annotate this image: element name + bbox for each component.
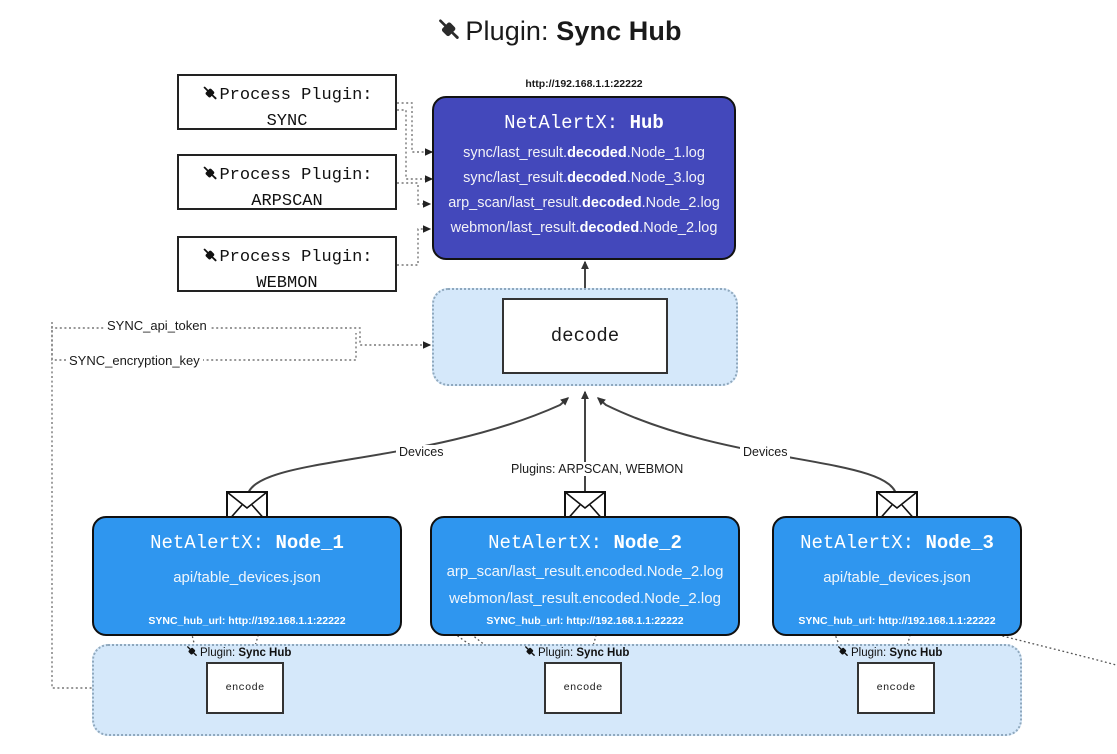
node-title-prefix: NetAlertX: [488, 532, 603, 554]
decode-label: decode [550, 325, 620, 347]
encode-label: encode [563, 682, 603, 694]
node-box-node3[interactable]: NetAlertX: Node_3 api/table_devices.json… [772, 516, 1022, 636]
plug-icon [836, 645, 849, 661]
hub-title-prefix: NetAlertX: [504, 112, 619, 134]
encode-label: encode [876, 682, 916, 694]
node-box-node1[interactable]: NetAlertX: Node_1 api/table_devices.json… [92, 516, 402, 636]
encode-box-node1[interactable]: encode [206, 662, 284, 714]
node-log-line: arp_scan/last_result.encoded.Node_2.log [446, 563, 724, 580]
hub-log-line: sync/last_result.decoded.Node_3.log [434, 166, 734, 191]
process-plugin-name: SYNC [266, 112, 308, 131]
plugin-tag-node1: Plugin: Sync Hub [185, 645, 291, 661]
log-bold: decoded [567, 145, 627, 161]
log-post: .Node_1.log [626, 145, 705, 161]
log-bold: decoded [567, 170, 627, 186]
node-title: NetAlertX: Node_3 [774, 532, 1020, 554]
process-plugin-heading: Process Plugin: [179, 85, 395, 109]
plugin-tag-value: Sync Hub [576, 647, 630, 659]
node-log-list: api/table_devices.json [94, 564, 400, 591]
process-plugin-heading: Process Plugin: [179, 247, 395, 271]
decode-box[interactable]: decode [502, 298, 668, 374]
node-title-name: Node_2 [613, 532, 682, 554]
node-title-prefix: NetAlertX: [150, 532, 265, 554]
log-post: .Node_3.log [626, 170, 705, 186]
devices-left-label: Devices [396, 445, 447, 459]
process-plugin-heading-text: Process Plugin: [219, 248, 373, 267]
log-post: .Node_2.log [641, 195, 720, 211]
encode-label: encode [225, 682, 265, 694]
process-plugin-heading-text: Process Plugin: [219, 166, 373, 185]
process-plugin-heading-text: Process Plugin: [219, 86, 373, 105]
node-title: NetAlertX: Node_1 [94, 532, 400, 554]
node-box-node2[interactable]: NetAlertX: Node_2 arp_scan/last_result.e… [430, 516, 740, 636]
log-pre: webmon/last_result. [450, 220, 580, 236]
plugin-tag-node3: Plugin: Sync Hub [836, 645, 942, 661]
log-bold: decoded [581, 195, 642, 211]
plug-icon [201, 247, 218, 271]
process-plugin-box-arpscan[interactable]: Process Plugin: ARPSCAN [177, 154, 397, 211]
encode-box-node3[interactable]: encode [857, 662, 935, 714]
sync-api-token-label: SYNC_api_token [104, 318, 210, 333]
process-plugin-box-webmon[interactable]: Process Plugin: WEBMON [177, 236, 397, 293]
hub-log-list: sync/last_result.decoded.Node_1.log sync… [434, 141, 734, 241]
node-log-list: arp_scan/last_result.encoded.Node_2.log … [432, 558, 738, 612]
plugin-tag-node2: Plugin: Sync Hub [523, 645, 629, 661]
log-post: .Node_2.log [639, 220, 718, 236]
process-plugin-name: WEBMON [256, 274, 318, 293]
sync-encryption-key-label: SYNC_encryption_key [66, 353, 203, 368]
node-title-prefix: NetAlertX: [800, 532, 915, 554]
plug-icon [185, 645, 198, 661]
hub-log-line: arp_scan/last_result.decoded.Node_2.log [434, 191, 734, 216]
hub-log-line: webmon/last_result.decoded.Node_2.log [434, 216, 734, 241]
hub-log-line: sync/last_result.decoded.Node_1.log [434, 141, 734, 166]
process-plugin-box-sync[interactable]: Process Plugin: SYNC [177, 74, 397, 131]
node-log-line: webmon/last_result.encoded.Node_2.log [449, 590, 721, 607]
log-pre: sync/last_result. [463, 170, 568, 186]
log-pre: sync/last_result. [463, 145, 568, 161]
encode-box-node2[interactable]: encode [544, 662, 622, 714]
hub-title: NetAlertX: Hub [434, 112, 734, 134]
hub-title-name: Hub [629, 112, 664, 134]
node-hub-url: SYNC_hub_url: http://192.168.1.1:22222 [798, 615, 996, 627]
plugins-middle-label: Plugins: ARPSCAN, WEBMON [508, 462, 687, 476]
log-bold: decoded [579, 220, 640, 236]
node-log-line: api/table_devices.json [173, 569, 321, 586]
plugin-tag-label: Plugin: [538, 647, 574, 659]
page-title-label: Plugin: [465, 16, 549, 46]
plugin-tag-label: Plugin: [851, 647, 887, 659]
plugin-tag-value: Sync Hub [238, 647, 292, 659]
plug-icon [435, 17, 461, 50]
process-plugin-heading: Process Plugin: [179, 165, 395, 189]
node-log-line: api/table_devices.json [823, 569, 971, 586]
hub-url-label: http://192.168.1.1:22222 [525, 78, 643, 90]
page-title: Plugin: Sync Hub [0, 16, 1117, 50]
node-hub-url: SYNC_hub_url: http://192.168.1.1:22222 [148, 615, 346, 627]
process-plugin-name: ARPSCAN [251, 192, 323, 211]
log-pre: arp_scan/last_result. [448, 195, 582, 211]
page-title-value: Sync Hub [556, 16, 682, 46]
plugin-tag-value: Sync Hub [889, 647, 943, 659]
node-title-name: Node_3 [925, 532, 994, 554]
plug-icon [201, 165, 218, 189]
devices-right-label: Devices [740, 445, 791, 459]
plug-icon [523, 645, 536, 661]
plugin-tag-label: Plugin: [200, 647, 236, 659]
node-title-name: Node_1 [275, 532, 344, 554]
plug-icon [201, 85, 218, 109]
hub-box[interactable]: NetAlertX: Hub sync/last_result.decoded.… [432, 96, 736, 260]
node-log-list: api/table_devices.json [774, 564, 1020, 591]
node-title: NetAlertX: Node_2 [432, 532, 738, 554]
node-hub-url: SYNC_hub_url: http://192.168.1.1:22222 [486, 615, 684, 627]
